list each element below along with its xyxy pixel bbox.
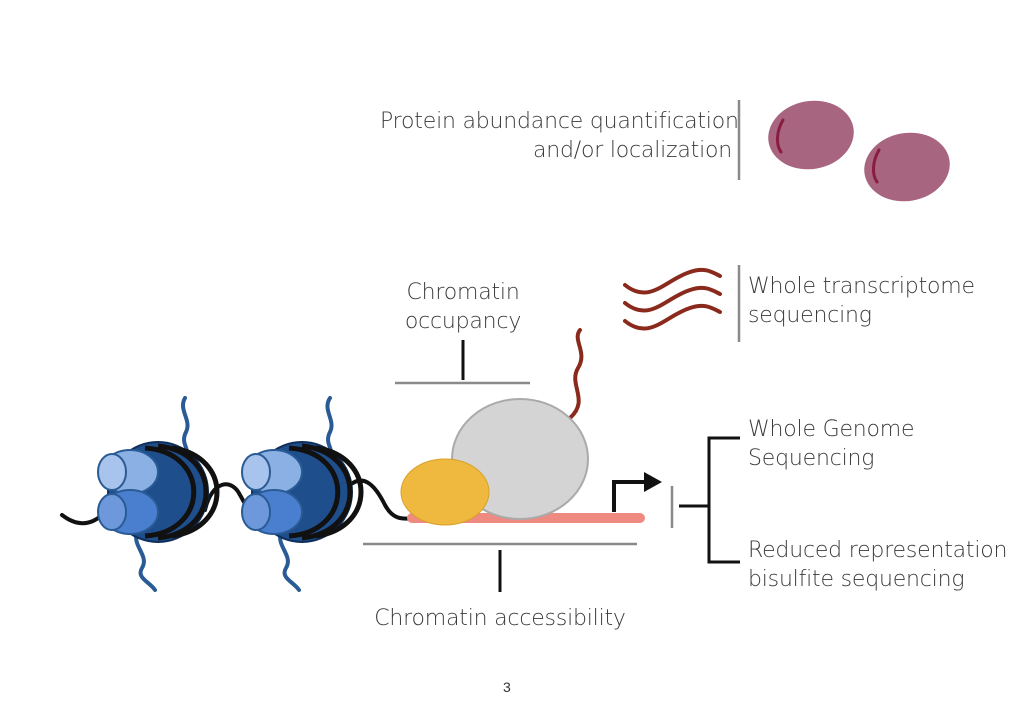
transcription-factor (400, 458, 490, 526)
occupancy-bracket (395, 340, 530, 385)
protein-icon (768, 100, 950, 202)
histone-tail-bottom (134, 528, 157, 592)
histone-tail-bottom (278, 528, 301, 592)
accessibility-bracket (363, 542, 637, 592)
rrbs-label: Reduced representation bisulfite sequenc… (748, 538, 1008, 592)
nascent-rna (568, 328, 584, 420)
page-number: 3 (503, 679, 511, 695)
rna-transcripts-icon (623, 267, 722, 331)
protein-label: Protein abundance quantification and/or … (380, 109, 739, 163)
dna-sequencing-bracket (670, 436, 740, 564)
histone-tail-top (325, 396, 334, 458)
nucleosome-2 (241, 396, 364, 592)
occupancy-label: Chromatin occupancy (404, 280, 522, 334)
wgs-label: Whole Genome Sequencing (748, 417, 915, 471)
tss-arrow-icon (612, 472, 662, 512)
accessibility-label: Chromatin accessibility (374, 606, 626, 631)
nucleosome-1 (97, 396, 220, 592)
histone-tail-top (181, 396, 190, 458)
transcriptome-label: Whole transcriptome sequencing (748, 274, 975, 328)
